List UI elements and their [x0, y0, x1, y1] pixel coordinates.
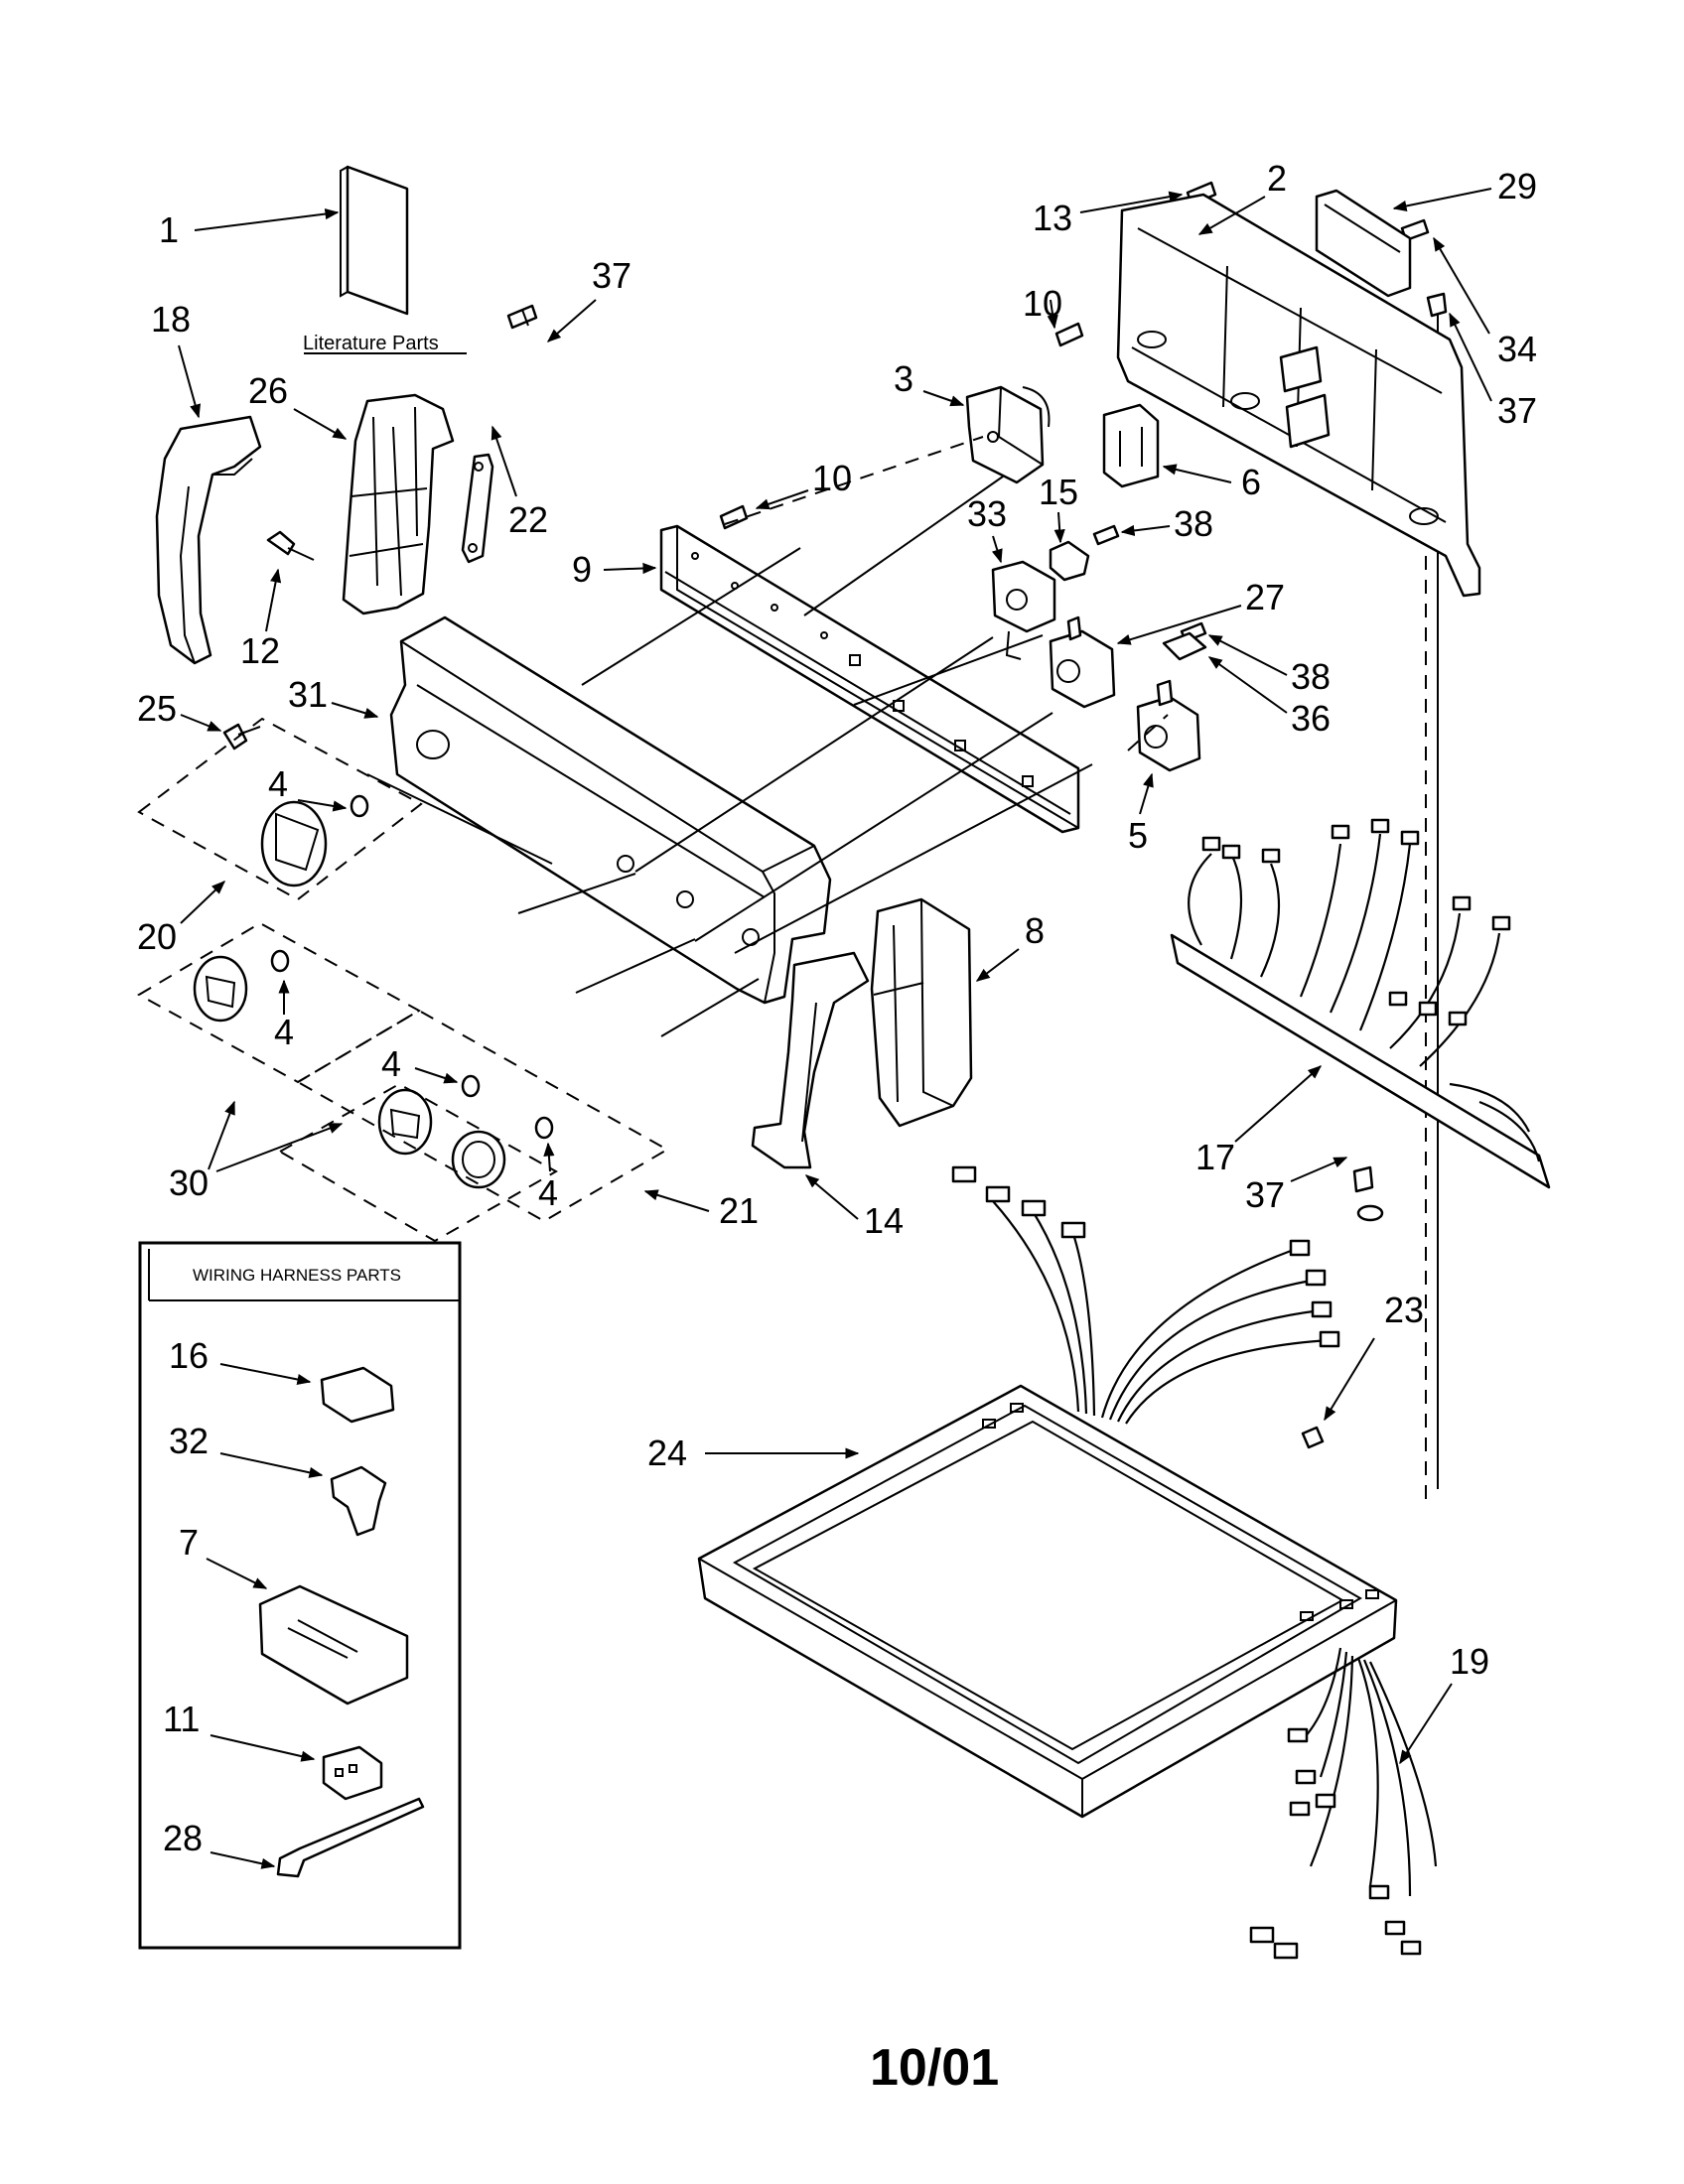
- callout-33: 33: [967, 493, 1007, 534]
- wiring-harness-box: WIRING HARNESS PARTS: [138, 1241, 462, 1950]
- callout-11: 11: [163, 1699, 200, 1739]
- control-switch-33[interactable]: [991, 560, 1056, 660]
- knob-group-outlines: [136, 717, 670, 1243]
- rear-control-panel[interactable]: [1116, 193, 1481, 598]
- callout-5: 5: [1128, 815, 1148, 856]
- callout-22: 22: [508, 499, 548, 540]
- callout-2: 2: [1267, 158, 1287, 199]
- callout-23: 23: [1384, 1290, 1424, 1330]
- wire-harness-17[interactable]: [1170, 818, 1551, 1189]
- knob-20[interactable]: [260, 800, 328, 887]
- callout-4-b: 4: [274, 1012, 294, 1052]
- callout-30: 30: [169, 1162, 209, 1203]
- callout-37-top: 37: [592, 255, 632, 296]
- control-switch-27[interactable]: [1049, 615, 1116, 709]
- callout-36: 36: [1291, 698, 1331, 739]
- callout-1: 1: [159, 209, 179, 250]
- callout-38-b: 38: [1291, 656, 1331, 697]
- callout-10-b: 10: [1023, 283, 1062, 324]
- callout-9: 9: [572, 549, 592, 590]
- connector-16[interactable]: [320, 1366, 395, 1424]
- cable-tie-28[interactable]: [276, 1797, 425, 1878]
- component-36[interactable]: [1162, 631, 1207, 661]
- callout-19: 19: [1450, 1641, 1489, 1682]
- connector-7[interactable]: [258, 1584, 409, 1706]
- callout-37-ground: 37: [1245, 1174, 1285, 1215]
- callout-3: 3: [894, 358, 913, 399]
- callout-17: 17: [1195, 1137, 1235, 1177]
- literature-parts[interactable]: Literature Parts: [303, 165, 467, 354]
- top-panel-24[interactable]: [697, 1384, 1398, 1819]
- callout-24: 24: [647, 1433, 687, 1473]
- connector-11[interactable]: [322, 1745, 383, 1801]
- bracket-plate-29[interactable]: [1315, 189, 1412, 298]
- ground-strap[interactable]: [461, 453, 494, 564]
- wire-bundle-upper[interactable]: [951, 1165, 1340, 1425]
- callout-16: 16: [169, 1335, 209, 1376]
- callout-13: 13: [1033, 198, 1072, 238]
- date-code: 10/01: [870, 2039, 999, 2097]
- callout-12: 12: [240, 630, 280, 671]
- callout-32: 32: [169, 1421, 209, 1461]
- callouts: 1 18 26 37 22 12 25 31 4 20 4 30: [137, 158, 1537, 1869]
- callout-20: 20: [137, 916, 177, 957]
- screw-37-ground[interactable]: [1352, 1165, 1384, 1222]
- callout-27: 27: [1245, 577, 1285, 617]
- callout-34: 34: [1497, 329, 1537, 369]
- wiring-box-title: WIRING HARNESS PARTS: [193, 1266, 401, 1285]
- control-panel-bracket-9[interactable]: [659, 524, 1080, 834]
- callout-25: 25: [137, 688, 177, 729]
- callout-7: 7: [179, 1522, 199, 1563]
- spring-4-d[interactable]: [534, 1116, 554, 1140]
- clip-23[interactable]: [1301, 1426, 1325, 1449]
- assembly-lines: [366, 436, 1427, 1499]
- callout-6: 6: [1241, 462, 1261, 502]
- callout-26: 26: [248, 370, 288, 411]
- control-switch-5[interactable]: [1136, 679, 1201, 772]
- callout-15: 15: [1039, 472, 1078, 512]
- callout-31: 31: [288, 674, 328, 715]
- right-end-cap[interactable]: [751, 951, 870, 1169]
- left-end-cap[interactable]: [155, 415, 262, 665]
- control-console-31[interactable]: [389, 615, 832, 1005]
- switch-3[interactable]: [965, 385, 1051, 484]
- callout-21: 21: [719, 1190, 759, 1231]
- callout-4-d: 4: [538, 1172, 558, 1213]
- shield-plate-6[interactable]: [1102, 403, 1160, 488]
- spring-4-b[interactable]: [270, 949, 290, 973]
- screw-12[interactable]: [266, 530, 315, 561]
- spring-4-c[interactable]: [461, 1074, 481, 1098]
- callout-10-a: 10: [812, 458, 852, 498]
- knob-30[interactable]: [193, 955, 248, 1023]
- connector-32[interactable]: [330, 1465, 387, 1537]
- callout-14: 14: [864, 1200, 904, 1241]
- screw-25[interactable]: [222, 723, 261, 751]
- knob-30-b[interactable]: [377, 1088, 433, 1156]
- callout-4-c: 4: [381, 1043, 401, 1084]
- callout-29: 29: [1497, 166, 1537, 206]
- callout-8: 8: [1025, 910, 1045, 951]
- callout-28: 28: [163, 1818, 203, 1858]
- wire-harness-19[interactable]: [1249, 1647, 1438, 1960]
- callout-38-a: 38: [1174, 503, 1213, 544]
- relay-15[interactable]: [1049, 540, 1090, 582]
- spring-4-a[interactable]: [350, 794, 369, 818]
- literature-label: Literature Parts: [303, 333, 439, 354]
- left-control-bracket[interactable]: [342, 393, 455, 615]
- callout-37-right: 37: [1497, 390, 1537, 431]
- knob-21[interactable]: [451, 1130, 506, 1189]
- right-control-bracket[interactable]: [870, 897, 973, 1128]
- callout-18: 18: [151, 299, 191, 340]
- screw-37-top-left[interactable]: [506, 304, 538, 330]
- screw-10-right[interactable]: [1054, 322, 1084, 347]
- screw-10-left[interactable]: [719, 504, 749, 530]
- callout-4-a: 4: [268, 763, 288, 804]
- screw-38-upper[interactable]: [1092, 524, 1120, 546]
